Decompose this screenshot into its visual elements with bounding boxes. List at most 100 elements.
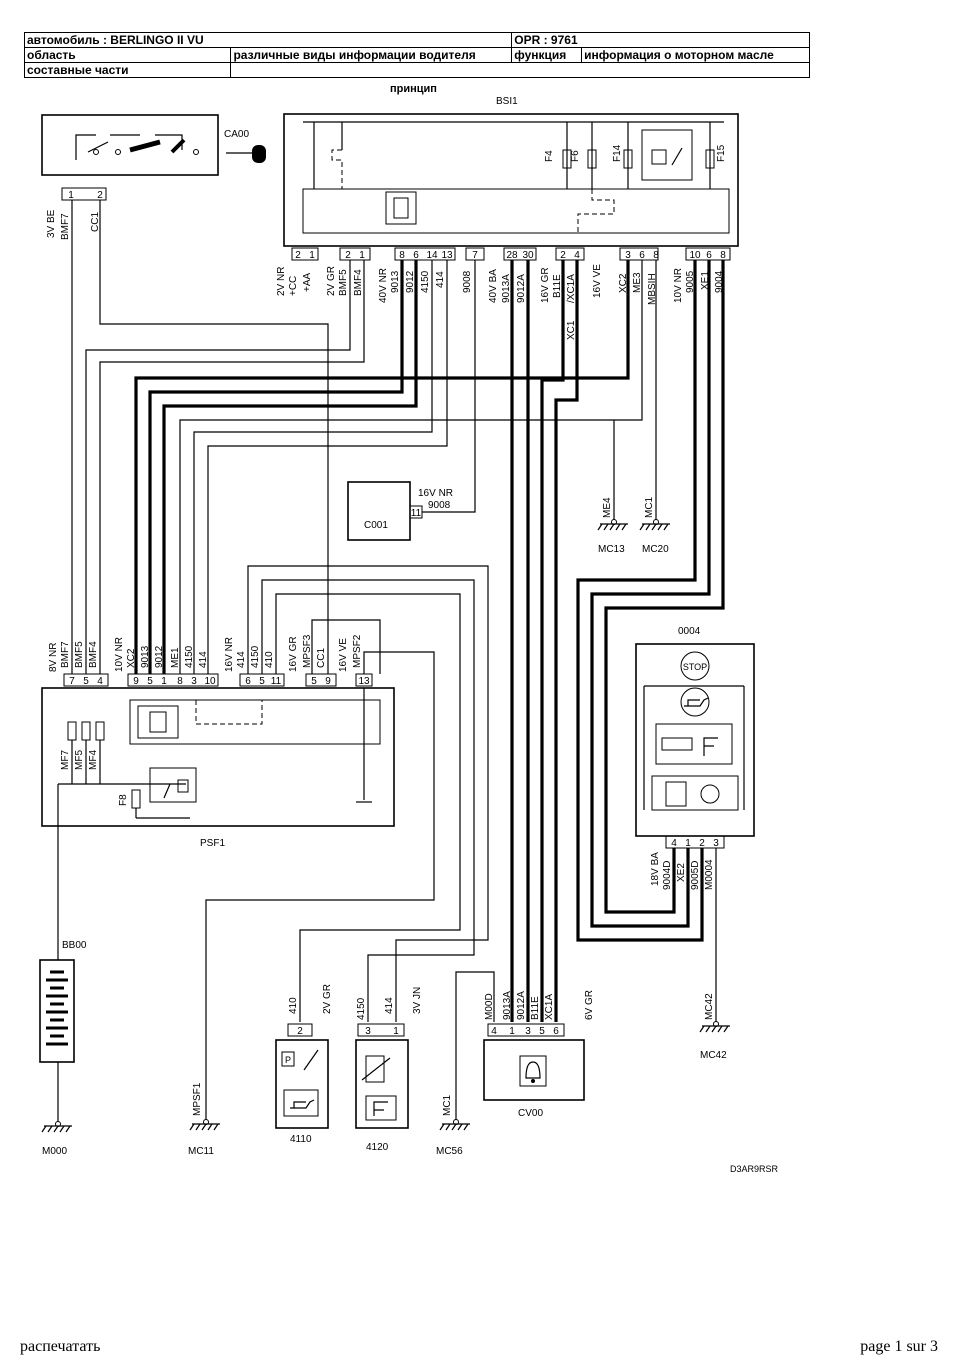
ground-mc42: MC42 MC42: [699, 993, 730, 1061]
c001-wire: 9008: [428, 500, 451, 511]
psf-pin: 8: [177, 676, 183, 687]
cv00-wire: B11E: [530, 996, 541, 1020]
psf1-connector-pins: 7 5 4 9 5 1 8 3 10 6 5 11 5 9 13: [63, 673, 373, 687]
psf-fuse-label: MF7: [60, 750, 71, 770]
cluster-pin: 2: [699, 838, 705, 849]
psf-pin: 3: [191, 676, 197, 687]
psf-wire-label: 9012: [154, 645, 165, 668]
bsi-fuse-label: F6: [570, 150, 581, 162]
ground-label: MC56: [436, 1146, 463, 1157]
sensor-4120: 4150 414 3V JN 3 1 4120: [355, 987, 423, 1153]
bsi-pin: 8: [399, 250, 405, 261]
bsi-pin: 1: [309, 250, 315, 261]
ground-mc56: MC1 MC56: [436, 1094, 470, 1157]
ca00-ignition-switch: CA00 1 2 3V BE BMF7 CC1: [41, 114, 266, 240]
cv00-connector: 6V GR: [584, 990, 595, 1020]
psf1-unit: MF7 MF5 MF4 F8 PSF1: [41, 687, 395, 849]
bsi-wire-label: XE1: [700, 271, 711, 290]
fuse-f6: [587, 149, 597, 169]
bsi-wire-label: BMF5: [338, 269, 349, 296]
bsi-wire-label: 414: [435, 271, 446, 288]
gauge-icon: [700, 784, 720, 804]
print-link[interactable]: распечатать: [20, 1338, 101, 1355]
psf-ecu-chip-icon: [137, 705, 179, 739]
bsi-pin: 8: [653, 250, 659, 261]
psf-wire-label: 4150: [250, 645, 261, 668]
ca00-pin: 2: [97, 190, 103, 201]
bsi1-label: BSI1: [496, 96, 518, 107]
bsi-connector-label: 10V NR: [673, 268, 684, 303]
bsi-wire-label: ME3: [632, 272, 643, 293]
psf-wire-label: 414: [236, 651, 247, 668]
fuse-f14: [623, 149, 633, 169]
bsi-wire-label: MBSIH: [647, 273, 658, 305]
bsi-wire-label: XC1: [566, 320, 577, 340]
c001-unit: C001 11 16V NR 9008: [347, 481, 453, 541]
diagram-subtitle: принцип: [390, 83, 437, 95]
bsi-pin: 3: [625, 250, 631, 261]
bsi-wire-label: 9012: [405, 270, 416, 293]
ground-label: MC42: [704, 993, 715, 1020]
c001-pin: 11: [411, 508, 422, 519]
psf-connector-label: 10V NR: [114, 637, 125, 672]
bell-icon: [519, 1055, 547, 1087]
cv00-wire: 9013A: [502, 991, 513, 1020]
s4120-connector: 3V JN: [412, 987, 423, 1014]
bsi-pin: 2: [295, 250, 301, 261]
bsi-pin: 1: [359, 250, 365, 261]
ca00-label: CA00: [224, 129, 249, 140]
psf-wire-label: 414: [198, 651, 209, 668]
s4120-label: 4120: [366, 1142, 389, 1153]
psf-pin: 13: [358, 676, 370, 687]
psf-wire-label: MPSF2: [352, 634, 363, 668]
psf-pin: 9: [325, 676, 331, 687]
bsi-wire-label: 9008: [462, 270, 473, 293]
s4110-label: 4110: [290, 1134, 312, 1145]
bsi-pin: 8: [720, 250, 726, 261]
bsi-connector-label: 2V NR: [276, 267, 287, 296]
bsi-pin: 6: [639, 250, 645, 261]
bsi1-connector-pins: 2 1 2 1 8 6 14 13 7 28 30 2 4 3 6 8 10 6…: [291, 247, 731, 261]
ground-label: ME4: [602, 497, 613, 518]
bsi-pin: 2: [345, 250, 351, 261]
s4120-wire: 4150: [356, 997, 367, 1020]
psf-pin: 10: [204, 676, 216, 687]
psf-wire-label: 9013: [140, 645, 151, 668]
fuse-f15: [705, 149, 715, 169]
c001-connector: 16V NR: [418, 488, 453, 499]
psf-wire-label: BMF4: [88, 641, 99, 668]
psf-wire-label: 410: [264, 651, 275, 668]
oil-pressure-icon: [283, 1089, 319, 1117]
psf-pin: 4: [97, 676, 103, 687]
psf-fuse-label: MF4: [88, 750, 99, 770]
psf-wire-label: MPSF3: [302, 634, 313, 668]
s4120-wire: 414: [384, 997, 395, 1014]
ground-label: MPSF1: [192, 1082, 203, 1116]
cluster-pin: 1: [685, 838, 691, 849]
s4110-connector: 2V GR: [322, 984, 333, 1014]
bsi-pin: 30: [522, 250, 534, 261]
bsi-wire-label: 9004: [714, 270, 725, 293]
ground-label: MC11: [188, 1146, 214, 1157]
psf-pin: 9: [133, 676, 139, 687]
header-table: автомобиль : BERLINGO II VU OPR : 9761 о…: [23, 32, 810, 78]
bsi-pin: 2: [560, 250, 566, 261]
oil-level-icon: [365, 1095, 397, 1121]
bsi-wire-label: B11E: [552, 274, 563, 298]
psf1-label: PSF1: [200, 838, 225, 849]
cv00-pin: 1: [509, 1026, 515, 1037]
ground-mc20: MC1 MC20: [639, 496, 670, 555]
ca00-wire-label: BMF7: [60, 213, 71, 240]
s4120-pin: 1: [393, 1026, 399, 1037]
cv00-pin: 6: [553, 1026, 559, 1037]
ca00-wire-label: CC1: [90, 212, 101, 232]
cv00-pin: 4: [491, 1026, 497, 1037]
cluster-wire-label: 9005D: [690, 861, 701, 890]
psf-connector-label: 16V NR: [224, 637, 235, 672]
psf-wire-label: CC1: [316, 648, 327, 668]
bsi-wire-label: /XC1A: [566, 274, 577, 303]
bsi1-wire-labels: 2V NR +CC +AA 2V GR BMF5 BMF4 40V NR 901…: [276, 264, 725, 340]
function-label-cell: функция: [511, 47, 583, 63]
psf-wire-label: BMF5: [74, 641, 85, 668]
components-label-cell: составные части: [23, 62, 232, 78]
